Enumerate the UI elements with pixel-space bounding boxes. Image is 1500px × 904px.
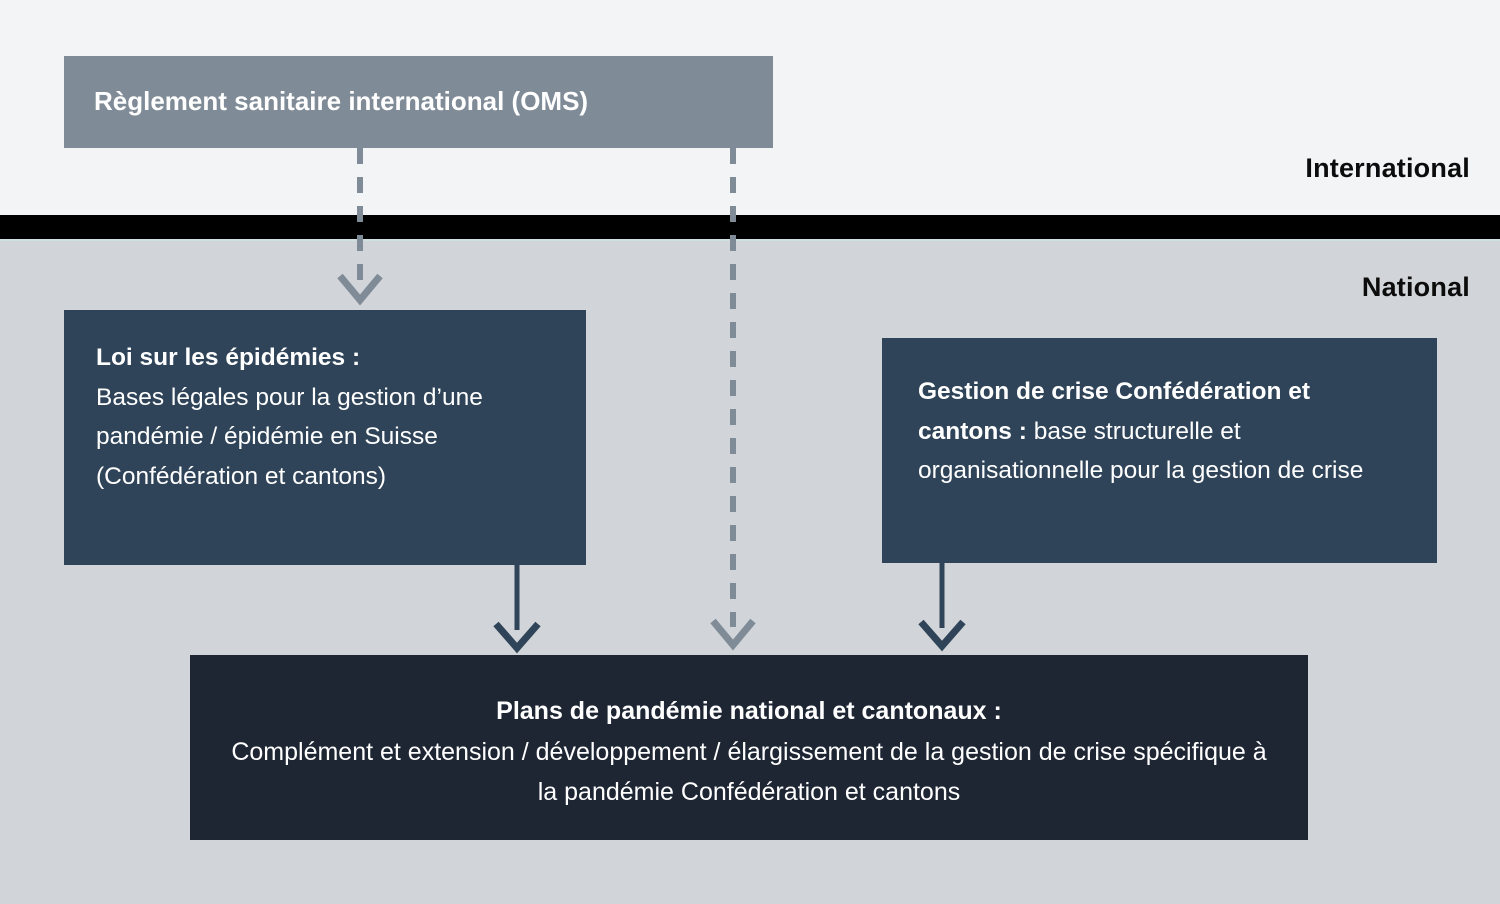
box-epidemics-law-body: Bases légales pour la gestion d’une pand…: [96, 383, 483, 491]
box-epidemics-law: Loi sur les épidémies : Bases légales po…: [64, 310, 586, 565]
box-pandemic-plans: Plans de pandémie national et cantonaux …: [190, 655, 1308, 840]
box-crisis-management-body: base structurelle et organisationnelle p…: [918, 417, 1364, 485]
band-label-national: National: [1361, 272, 1470, 302]
box-crisis-management-title: Gestion de crise Confédération et canton…: [918, 378, 1311, 445]
level-divider-bar: [0, 213, 1500, 241]
box-pandemic-plans-body: Complément et extension / développement …: [231, 737, 1267, 807]
box-pandemic-plans-title: Plans de pandémie national et cantonaux …: [496, 697, 1002, 725]
box-epidemics-law-title: Loi sur les épidémies :: [96, 344, 361, 371]
box-international-health-regulations: Règlement sanitaire international (OMS): [64, 56, 773, 148]
box-crisis-management: Gestion de crise Confédération et canton…: [882, 338, 1437, 563]
band-label-international: International: [1305, 153, 1470, 183]
box-international-health-regulations-title: Règlement sanitaire international (OMS): [94, 86, 589, 117]
